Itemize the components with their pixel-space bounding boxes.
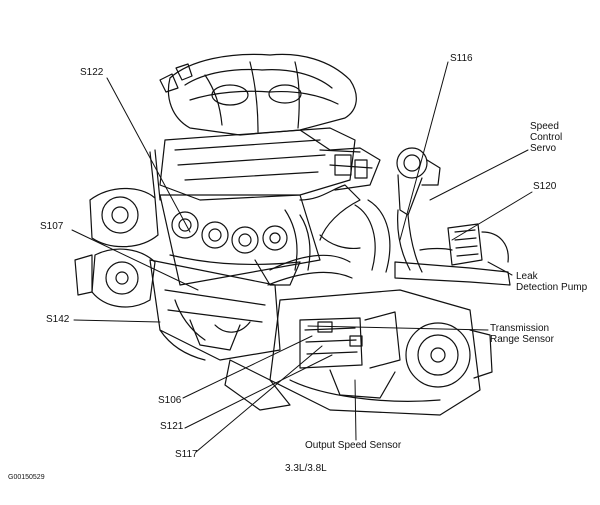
leader-s121	[184, 354, 333, 429]
label-s106: S106	[158, 395, 182, 406]
label-speed-control-2: Control	[530, 132, 563, 143]
label-speed-control-3: Servo	[530, 143, 557, 154]
leader-lines	[71, 61, 533, 453]
leak-detection-pump	[394, 223, 511, 286]
label-output-speed-sensor: Output Speed Sensor	[305, 440, 402, 451]
leader-trs	[307, 325, 489, 331]
leader-s122	[106, 77, 191, 233]
valve-cover	[159, 127, 381, 201]
leader-s106	[182, 335, 313, 399]
label-s120: S120	[533, 181, 557, 192]
intake-plenum	[159, 53, 357, 136]
coolant-hoses	[267, 184, 391, 286]
oil-pan	[159, 299, 291, 411]
label-engine: 3.3L/3.8L	[285, 463, 327, 474]
speed-control-servo	[396, 147, 441, 273]
leader-speed-control	[429, 149, 529, 201]
leader-s142	[73, 319, 161, 323]
transaxle	[269, 289, 493, 416]
label-s107: S107	[40, 221, 64, 232]
alternator	[74, 149, 161, 308]
label-trs-1: Transmission	[490, 323, 550, 334]
label-s116: S116	[450, 53, 473, 64]
label-speed-control-1: Speed	[530, 121, 559, 132]
leader-s120	[451, 191, 533, 241]
exhaust-manifold	[159, 194, 321, 286]
leader-s117	[195, 345, 323, 453]
label-leak-2: Detection Pump	[516, 282, 588, 293]
label-s117: S117	[175, 449, 198, 460]
label-s142: S142	[46, 314, 70, 325]
label-trs-2: Range Sensor	[490, 334, 554, 345]
label-leak-1: Leak	[516, 271, 538, 282]
leader-s116	[399, 61, 449, 241]
label-s122: S122	[80, 67, 104, 78]
figure-id: G00150529	[8, 474, 45, 481]
engine-block	[149, 259, 281, 361]
label-s121: S121	[160, 421, 184, 432]
leader-output-speed	[354, 379, 357, 441]
leader-s107	[71, 229, 199, 291]
leader-leak	[487, 261, 513, 276]
